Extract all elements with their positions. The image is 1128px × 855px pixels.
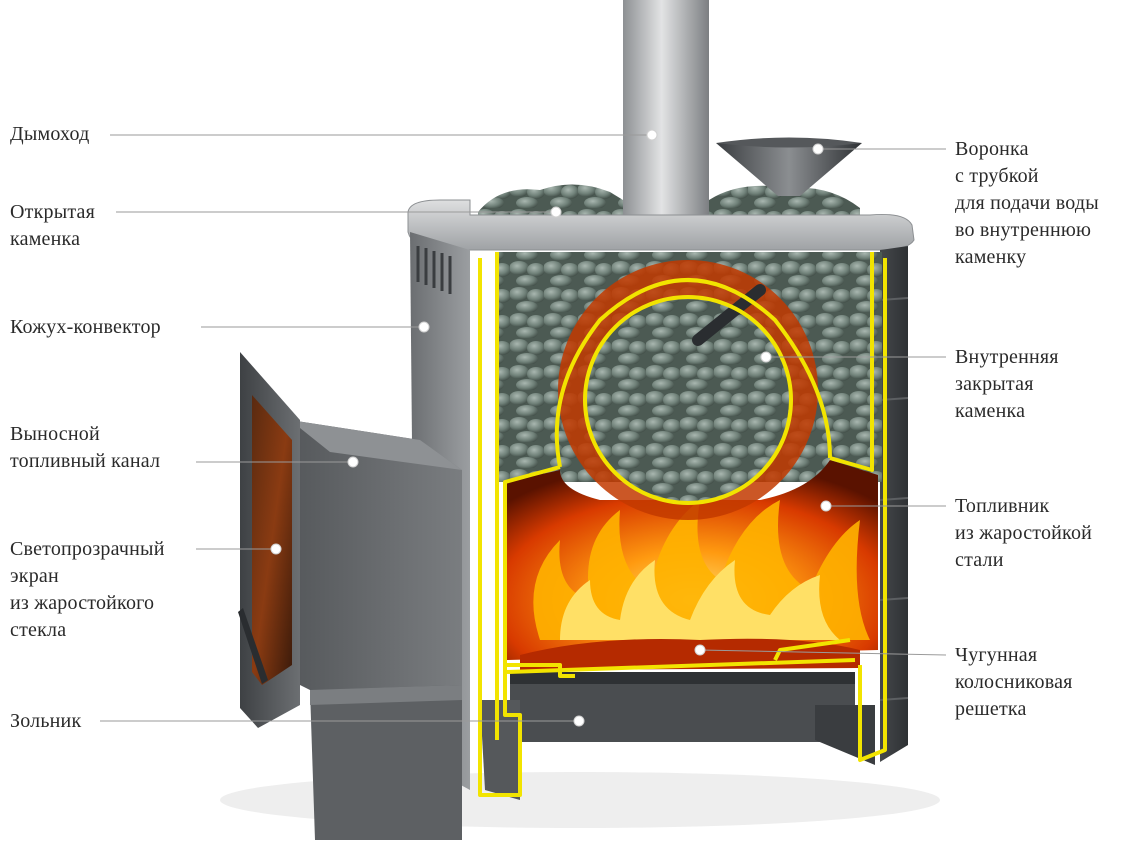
leader-marker-open-stones: [550, 206, 562, 218]
ash-drawer: [310, 685, 462, 840]
label-convector: Кожух-конвектор: [10, 316, 161, 338]
leader-marker-glass-screen: [270, 543, 282, 555]
label-ash-pan: Зольник: [10, 710, 82, 732]
section-outline: [478, 252, 887, 797]
label-inner-stones: Внутренняя закрытая каменка: [955, 346, 1059, 422]
convector-vents: [416, 246, 452, 294]
front-leg-left: [480, 700, 520, 800]
chimney-pipe: [623, 0, 709, 225]
leader-marker-fuel-channel: [347, 456, 359, 468]
label-funnel: Воронка с трубкой для подачи воды во вну…: [955, 138, 1099, 268]
glass-screen-pane: [252, 395, 292, 685]
door-handle: [238, 608, 268, 684]
label-fuel-channel: Выносной топливный канал: [10, 423, 161, 472]
flames: [533, 500, 870, 640]
leader-marker-inner-stones: [760, 351, 772, 363]
leader-marker-funnel: [812, 143, 824, 155]
label-firebox: Топливник из жаростойкой стали: [955, 495, 1093, 571]
leader-marker-chimney: [646, 129, 658, 141]
leader-line-grate: [699, 649, 947, 656]
leader-marker-ash-pan: [573, 715, 585, 727]
leader-marker-firebox: [820, 500, 832, 512]
label-chimney: Дымоход: [10, 123, 90, 145]
label-open-stones: Открытая каменка: [10, 201, 95, 250]
leader-marker-grate: [694, 644, 706, 656]
funnel-bowl: [716, 143, 862, 196]
label-glass-screen: Светопрозрачный экран из жаростойкого ст…: [10, 538, 165, 641]
open-stones-pile: [478, 184, 860, 222]
label-grate: Чугунная колосниковая решетка: [955, 644, 1073, 720]
inner-kamenka-stones: [586, 298, 790, 502]
fuel-channel-box: [290, 420, 462, 690]
leader-marker-convector: [418, 321, 430, 333]
